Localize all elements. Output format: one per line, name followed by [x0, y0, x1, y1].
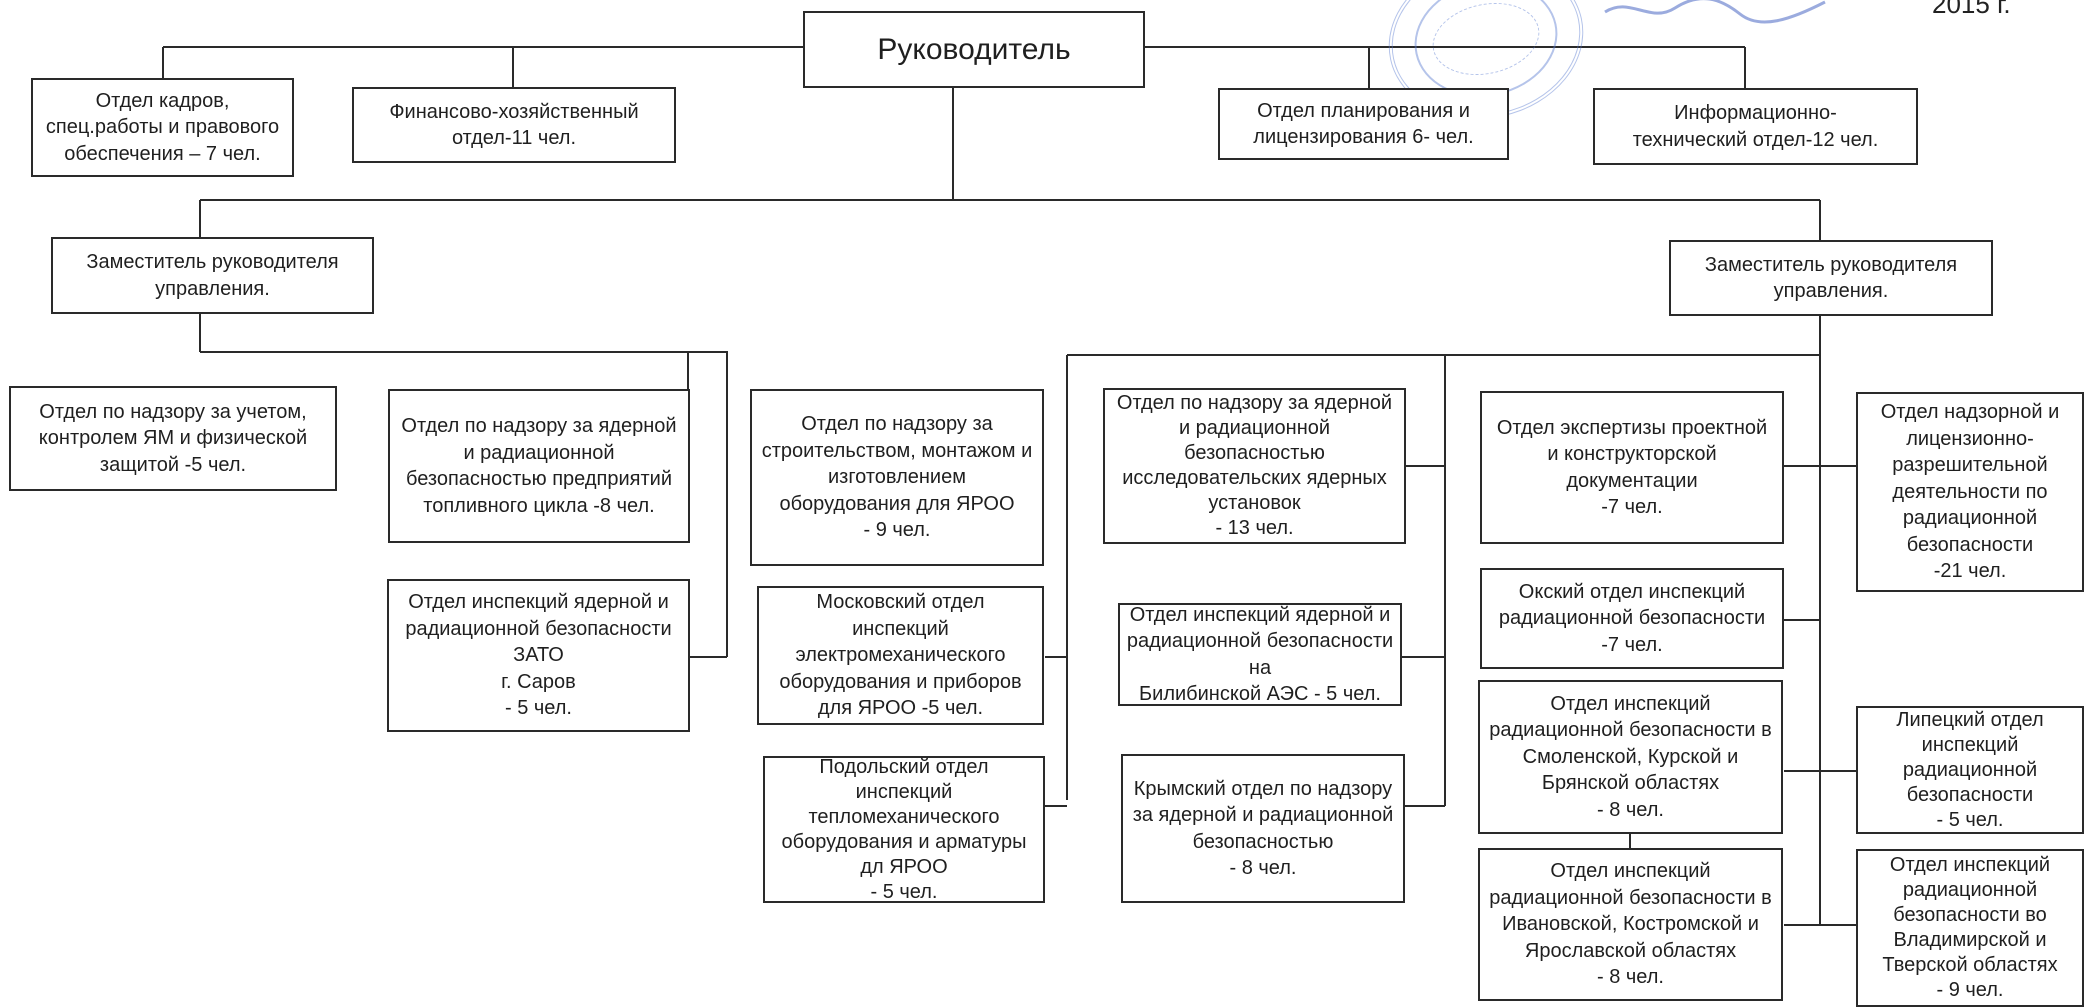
- construction-department-box: Отдел по надзору за строительством, монт…: [750, 389, 1044, 566]
- vladimir-department-label: Отдел инспекций радиационной безопасност…: [1882, 854, 2058, 1001]
- deputy-left-label: Заместитель руководителя управления.: [86, 251, 339, 300]
- fuel-cycle-department-label: Отдел по надзору за ядерной и радиационн…: [401, 415, 677, 517]
- design-expertise-department-label: Отдел экспертизы проектной и конструктор…: [1496, 416, 1768, 519]
- vladimir-department-box: Отдел инспекций радиационной безопасност…: [1856, 849, 2084, 1007]
- smolensk-department-label: Отдел инспекций радиационной безопасност…: [1489, 692, 1772, 821]
- deputy-right-label: Заместитель руководителя управления.: [1704, 253, 1958, 303]
- ivanovo-department-box: Отдел инспекций радиационной безопасност…: [1478, 848, 1783, 1001]
- moscow-department-label: Московский отдел инспекций электромехани…: [779, 591, 1022, 720]
- research-reactors-department-box: Отдел по надзору за ядерной и радиационн…: [1103, 388, 1406, 544]
- it-department-box: Информационно- технический отдел-12 чел.: [1593, 88, 1918, 165]
- deputy-left-box: Заместитель руководителя управления.: [51, 237, 374, 314]
- lipetsk-department-label: Липецкий отдел инспекций радиационной бе…: [1896, 708, 2044, 831]
- finance-department-label: Финансово-хозяйственный отдел-11 чел.: [389, 100, 639, 150]
- hr-department-label: Отдел кадров, спец.работы и правового об…: [45, 89, 280, 165]
- fuel-cycle-department-box: Отдел по надзору за ядерной и радиационн…: [388, 389, 690, 543]
- finance-department-box: Финансово-хозяйственный отдел-11 чел.: [352, 87, 676, 163]
- moscow-department-box: Московский отдел инспекций электромехани…: [757, 586, 1044, 725]
- deputy-right-box: Заместитель руководителя управления.: [1669, 240, 1993, 316]
- licensing-department-box: Отдел надзорной и лицензионно- разрешите…: [1856, 392, 2084, 592]
- lipetsk-department-box: Липецкий отдел инспекций радиационной бе…: [1856, 706, 2084, 834]
- nuclear-materials-department-box: Отдел по надзору за учетом, контролем ЯМ…: [9, 386, 337, 491]
- sarov-department-label: Отдел инспекций ядерной и радиационной б…: [405, 591, 672, 720]
- crimea-department-label: Крымский отдел по надзору за ядерной и р…: [1132, 777, 1394, 880]
- research-reactors-department-label: Отдел по надзору за ядерной и радиационн…: [1116, 392, 1393, 539]
- sarov-department-box: Отдел инспекций ядерной и радиационной б…: [387, 579, 690, 732]
- podolsk-department-label: Подольский отдел инспекций тепломеханиче…: [781, 755, 1027, 903]
- oka-department-box: Окский отдел инспекций радиационной безо…: [1480, 568, 1784, 669]
- planning-department-box: Отдел планирования и лицензирования 6- ч…: [1218, 88, 1509, 160]
- signature-icon: [1604, 0, 1826, 24]
- year-fragment: 2015 г.: [1932, 0, 2011, 19]
- smolensk-department-box: Отдел инспекций радиационной безопасност…: [1478, 680, 1783, 834]
- it-department-label: Информационно- технический отдел-12 чел.: [1632, 102, 1879, 151]
- planning-department-label: Отдел планирования и лицензирования 6- ч…: [1253, 99, 1474, 149]
- crimea-department-box: Крымский отдел по надзору за ядерной и р…: [1121, 754, 1405, 903]
- nuclear-materials-department-label: Отдел по надзору за учетом, контролем ЯМ…: [38, 400, 308, 476]
- bilibino-department-box: Отдел инспекций ядерной и радиационной б…: [1118, 603, 1402, 706]
- ivanovo-department-label: Отдел инспекций радиационной безопасност…: [1489, 860, 1772, 989]
- construction-department-label: Отдел по надзору за строительством, монт…: [761, 413, 1033, 542]
- bilibino-department-label: Отдел инспекций ядерной и радиационной б…: [1126, 603, 1394, 706]
- oka-department-label: Окский отдел инспекций радиационной безо…: [1498, 580, 1766, 656]
- hr-department-box: Отдел кадров, спец.работы и правового об…: [31, 78, 294, 177]
- design-expertise-department-box: Отдел экспертизы проектной и конструктор…: [1480, 391, 1784, 544]
- licensing-department-label: Отдел надзорной и лицензионно- разрешите…: [1880, 401, 2060, 583]
- head-box: Руководитель: [803, 11, 1145, 88]
- head-label: Руководитель: [877, 32, 1071, 66]
- podolsk-department-box: Подольский отдел инспекций тепломеханиче…: [763, 756, 1045, 903]
